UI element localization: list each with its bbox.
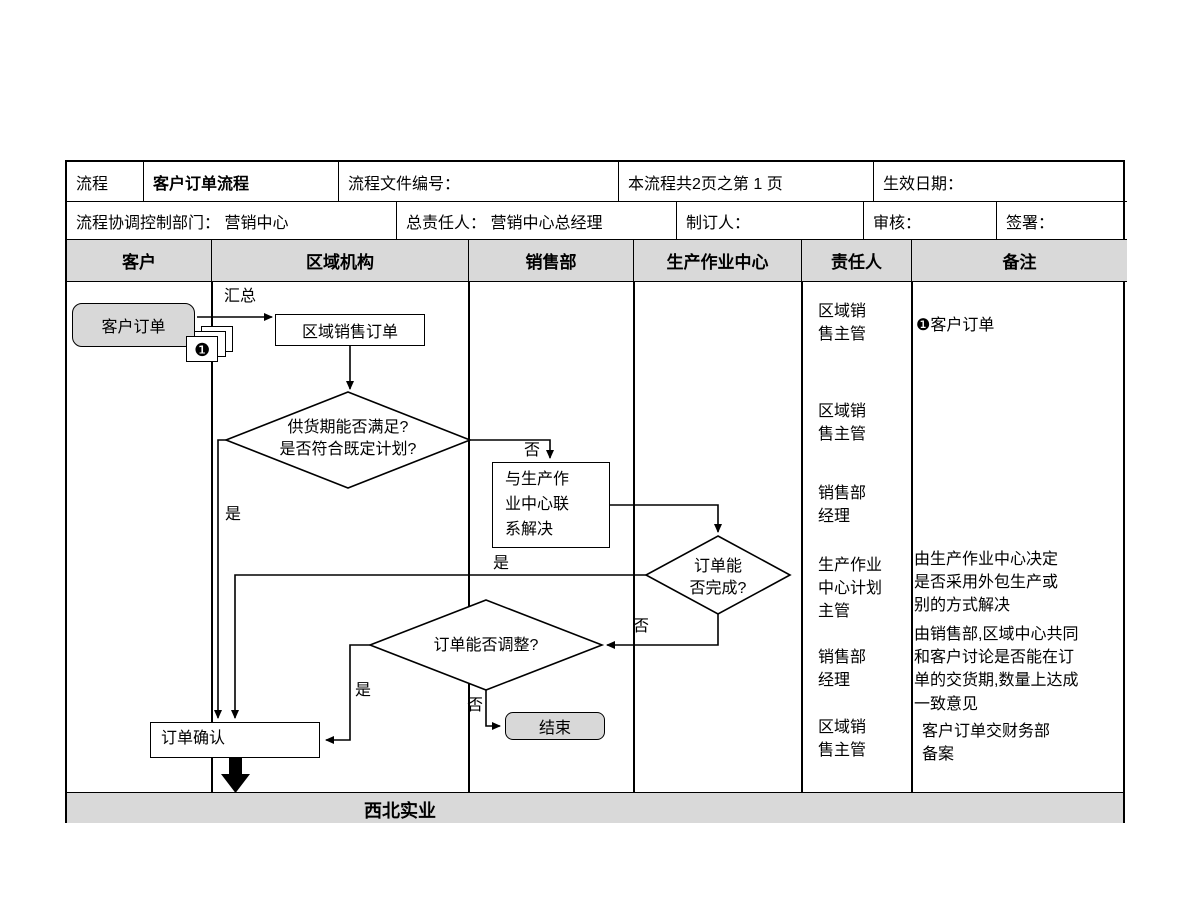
label-no-1: 否	[524, 442, 541, 459]
remark-finance-filing: 客户订单交财务部备案	[922, 723, 1051, 764]
connector-d1-no	[470, 439, 554, 459]
lane-divider-1	[211, 282, 213, 792]
decision-supply-period-line2: 是否符合既定计划?	[279, 441, 417, 459]
decision-supply-period-text: 供货期能否满足? 是否符合既定计划?	[238, 417, 458, 462]
lane-header-customer: 客户	[67, 240, 212, 282]
header-cell-effective-date: 生效日期：	[874, 162, 1127, 202]
connector-d1-yes	[214, 439, 226, 719]
lane-divider-4	[801, 282, 803, 792]
responsible-entry-2: 区域销售主管	[818, 403, 867, 444]
footer-band: 西北实业	[67, 792, 1123, 823]
decision-order-complete-shape	[644, 535, 792, 615]
connector-d3-no	[485, 690, 501, 730]
label-summary: 汇总	[224, 288, 257, 305]
document-page-icon	[186, 336, 218, 362]
label-yes-3: 是	[355, 682, 372, 699]
header-cell-doc-number: 流程文件编号：	[339, 162, 619, 202]
header-cell-process-label: 流程	[67, 162, 144, 202]
header-cell-process-title: 客户订单流程	[144, 162, 339, 202]
connector-d3-yes	[325, 644, 370, 744]
responsible-entry-5: 销售部经理	[818, 649, 867, 690]
header-cell-page-count: 本流程共2页之第 1 页	[619, 162, 874, 202]
responsible-entry-1: 区域销售主管	[818, 303, 867, 344]
responsible-entry-6: 区域销售主管	[818, 719, 867, 760]
lane-header-production-center: 生产作业中心	[634, 240, 802, 282]
connector-d2-yes	[231, 574, 646, 719]
decision-order-adjust-shape	[367, 599, 605, 691]
header-cell-reviewer: 审核：	[864, 202, 997, 240]
header-cell-signature: 签署：	[997, 202, 1127, 240]
header-cell-coordinating-dept: 流程协调控制部门： 营销中心	[67, 202, 397, 240]
lane-header-regional-org: 区域机构	[212, 240, 469, 282]
process-table: 流程 客户订单流程 流程文件编号： 本流程共2页之第 1 页 生效日期： 流程协…	[65, 160, 1127, 823]
company-name: 西北实业	[364, 801, 436, 821]
lane-divider-3	[633, 282, 635, 792]
node-end: 结束	[505, 712, 605, 740]
lane-header-sales-dept: 销售部	[469, 240, 634, 282]
header-cell-drafter: 制订人：	[677, 202, 864, 240]
remark-outsourcing-decision: 由生产作业中心决定是否采用外包生产或别的方式解决	[914, 551, 1059, 615]
node-contact-production-center-label: 与生产作业中心联系解决	[505, 471, 570, 538]
badge-1-icon: ❶	[194, 340, 211, 360]
decision-order-adjust-text: 订单能否调整?	[433, 637, 539, 654]
node-order-confirm: 订单确认	[150, 722, 320, 758]
label-no-2: 否	[633, 618, 650, 635]
offpage-connector-arrow	[221, 758, 250, 793]
node-regional-sales-order: 区域销售订单	[275, 314, 425, 346]
label-yes-1: 是	[225, 506, 242, 523]
lane-divider-2	[468, 282, 470, 792]
label-yes-2: 是	[493, 555, 510, 572]
node-contact-production-center: 与生产作业中心联系解决	[492, 462, 610, 548]
node-end-label: 结束	[538, 720, 571, 737]
lane-header-responsible: 责任人	[802, 240, 912, 282]
remark-discussion-agreement: 由销售部,区域中心共同和客户讨论是否能在订单的交货期,数量上达成一致意见	[914, 626, 1079, 713]
document-stack-icon: ❶	[186, 326, 238, 366]
connector-d2-no	[606, 614, 719, 649]
label-no-3: 否	[467, 697, 484, 714]
node-customer-order-label: 客户订单	[101, 319, 166, 336]
decision-supply-period-line1: 供货期能否满足?	[287, 419, 409, 436]
responsible-entry-4: 生产作业中心计划主管	[818, 557, 883, 621]
node-customer-order: 客户订单	[72, 303, 195, 347]
node-order-confirm-label: 订单确认	[161, 730, 226, 747]
node-regional-sales-order-label: 区域销售订单	[301, 324, 398, 341]
remark-customer-order: ❶客户订单	[916, 317, 995, 334]
responsible-entry-3: 销售部经理	[818, 485, 867, 526]
decision-supply-period-shape	[223, 391, 473, 489]
header-cell-chief-owner: 总责任人： 营销中心总经理	[397, 202, 677, 240]
lane-divider-5	[911, 282, 913, 792]
lane-header-remarks: 备注	[912, 240, 1127, 282]
connector-contact-to-d2	[610, 504, 722, 533]
decision-order-complete-text: 订单能否完成?	[689, 558, 747, 598]
